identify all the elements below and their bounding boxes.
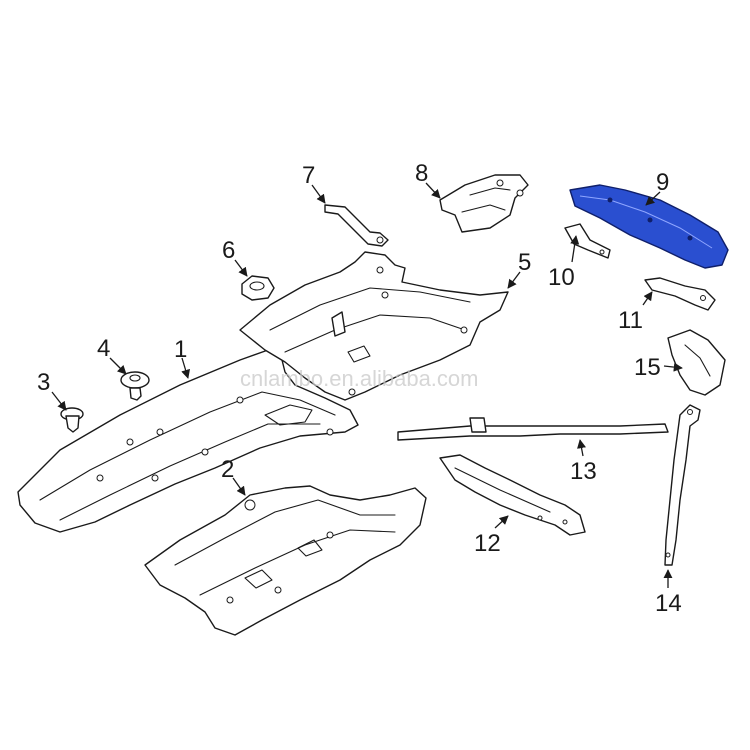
callout-10: 10 xyxy=(548,264,575,291)
leader-9 xyxy=(645,191,661,206)
part-14-vertical-strut xyxy=(664,404,701,566)
part-1-left-underbody-shield xyxy=(17,349,359,533)
watermark-text: cnlambo.en.alibaba.com xyxy=(240,366,478,391)
part-8-support-bracket xyxy=(439,174,529,233)
callout-9: 9 xyxy=(656,169,669,196)
callout-6: 6 xyxy=(222,237,235,264)
callout-2: 2 xyxy=(221,456,234,483)
part-11-angled-bracket xyxy=(644,277,716,311)
leader-1 xyxy=(181,357,191,379)
leader-2 xyxy=(232,477,246,496)
leader-6 xyxy=(234,259,248,277)
part-12-long-plate xyxy=(439,454,586,536)
part-9-highlighted-shield xyxy=(569,184,729,269)
leader-8 xyxy=(425,182,441,199)
callout-numbers: 1 2 3 4 5 6 7 8 9 10 11 12 13 14 15 xyxy=(37,160,682,617)
callout-13: 13 xyxy=(570,458,597,485)
part-13-cross-bar xyxy=(397,417,669,441)
part-7-bracket-rod xyxy=(324,204,389,247)
leader-3 xyxy=(51,391,67,411)
callout-1: 1 xyxy=(174,336,187,363)
callout-5: 5 xyxy=(518,249,531,276)
leader-10 xyxy=(570,235,580,263)
callout-11: 11 xyxy=(618,307,643,334)
part-3-push-clip xyxy=(60,407,84,433)
part-2-center-underbody-shield xyxy=(144,485,427,636)
part-5-rear-underbody-shield xyxy=(239,251,509,401)
part-10-small-bracket xyxy=(564,223,611,259)
callout-7: 7 xyxy=(302,162,315,189)
leader-11 xyxy=(642,291,653,306)
leader-13 xyxy=(577,439,586,457)
leader-4 xyxy=(109,357,127,375)
leader-7 xyxy=(311,184,326,204)
part-6-hex-nut xyxy=(241,275,275,301)
leader-15 xyxy=(663,362,683,372)
callout-15: 15 xyxy=(634,354,661,381)
leader-12 xyxy=(494,515,509,529)
callout-4: 4 xyxy=(97,335,110,362)
callout-3: 3 xyxy=(37,369,50,396)
callout-14: 14 xyxy=(655,590,682,617)
callout-12: 12 xyxy=(474,530,501,557)
callout-8: 8 xyxy=(415,160,428,187)
part-15-bracket xyxy=(667,329,726,396)
part-4-screw-fastener xyxy=(120,371,150,401)
leader-lines xyxy=(51,182,683,588)
leader-5 xyxy=(507,271,521,289)
